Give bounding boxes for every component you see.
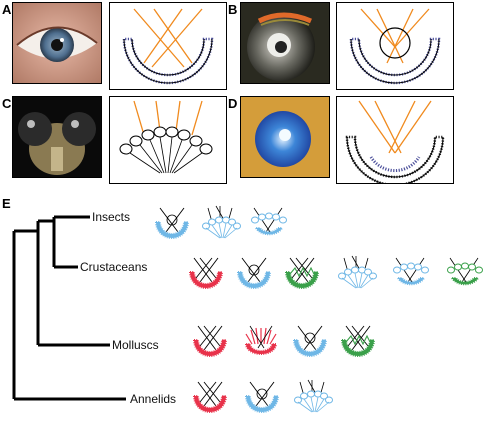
taxon-label-molluscs: Molluscs [112, 338, 159, 352]
photo-reflective-eye [240, 2, 330, 84]
diagram-b-mirror-eye [336, 2, 454, 90]
camera-eye-diagram-a [122, 8, 214, 85]
diagram-d-superposition-eye [336, 96, 454, 184]
crustaceans-eye-mirror-icon [285, 257, 319, 289]
crustaceans-eye-camera-red-icon [189, 257, 223, 289]
superposition-eye-diagram-d [345, 100, 445, 183]
taxon-label-annelids: Annelids [130, 392, 177, 406]
photo-fly-head [12, 96, 102, 178]
crustaceans-eye-camera-lens-icon [237, 257, 271, 289]
compound-eye-diagram-c [119, 100, 213, 174]
molluscs-eye-mirror-icon [341, 325, 375, 357]
taxon-label-crustaceans: Crustaceans [80, 260, 148, 274]
photo-human-eye [12, 2, 102, 84]
crustaceans-eye-reflecting-superposition-icon [446, 257, 484, 286]
panel-label-b: B [228, 2, 238, 17]
molluscs-eye-radial-icon [245, 325, 277, 355]
molluscs-eye-camera-red-icon [193, 325, 227, 357]
diagram-c-compound-eye [109, 96, 227, 184]
panel-label-a: A [2, 2, 12, 17]
insects-eye-camera-icon [155, 207, 189, 239]
phylogenetic-tree [12, 215, 126, 401]
eye-type-icons [155, 205, 484, 413]
annelids-eye-apposition-icon [294, 379, 333, 413]
insects-eye-superposition-icon [250, 207, 288, 236]
insects-eye-apposition-icon [202, 205, 241, 239]
crustaceans-eye-apposition-icon [338, 255, 377, 289]
panel-label-e: E [2, 196, 11, 211]
photo-superposition-eye [240, 96, 330, 178]
taxon-label-insects: Insects [92, 210, 131, 224]
molluscs-eye-camera-lens-icon [293, 325, 327, 357]
mirror-eye-diagram-b [349, 8, 441, 85]
annelids-eye-camera-red-icon [193, 381, 227, 413]
panel-label-d: D [228, 96, 238, 111]
tree-branches [12, 215, 126, 401]
crustaceans-eye-superposition-icon [392, 257, 430, 286]
diagram-a-camera-eye [109, 2, 227, 90]
annelids-eye-camera-lens-icon [245, 381, 279, 413]
panel-label-c: C [2, 96, 12, 111]
